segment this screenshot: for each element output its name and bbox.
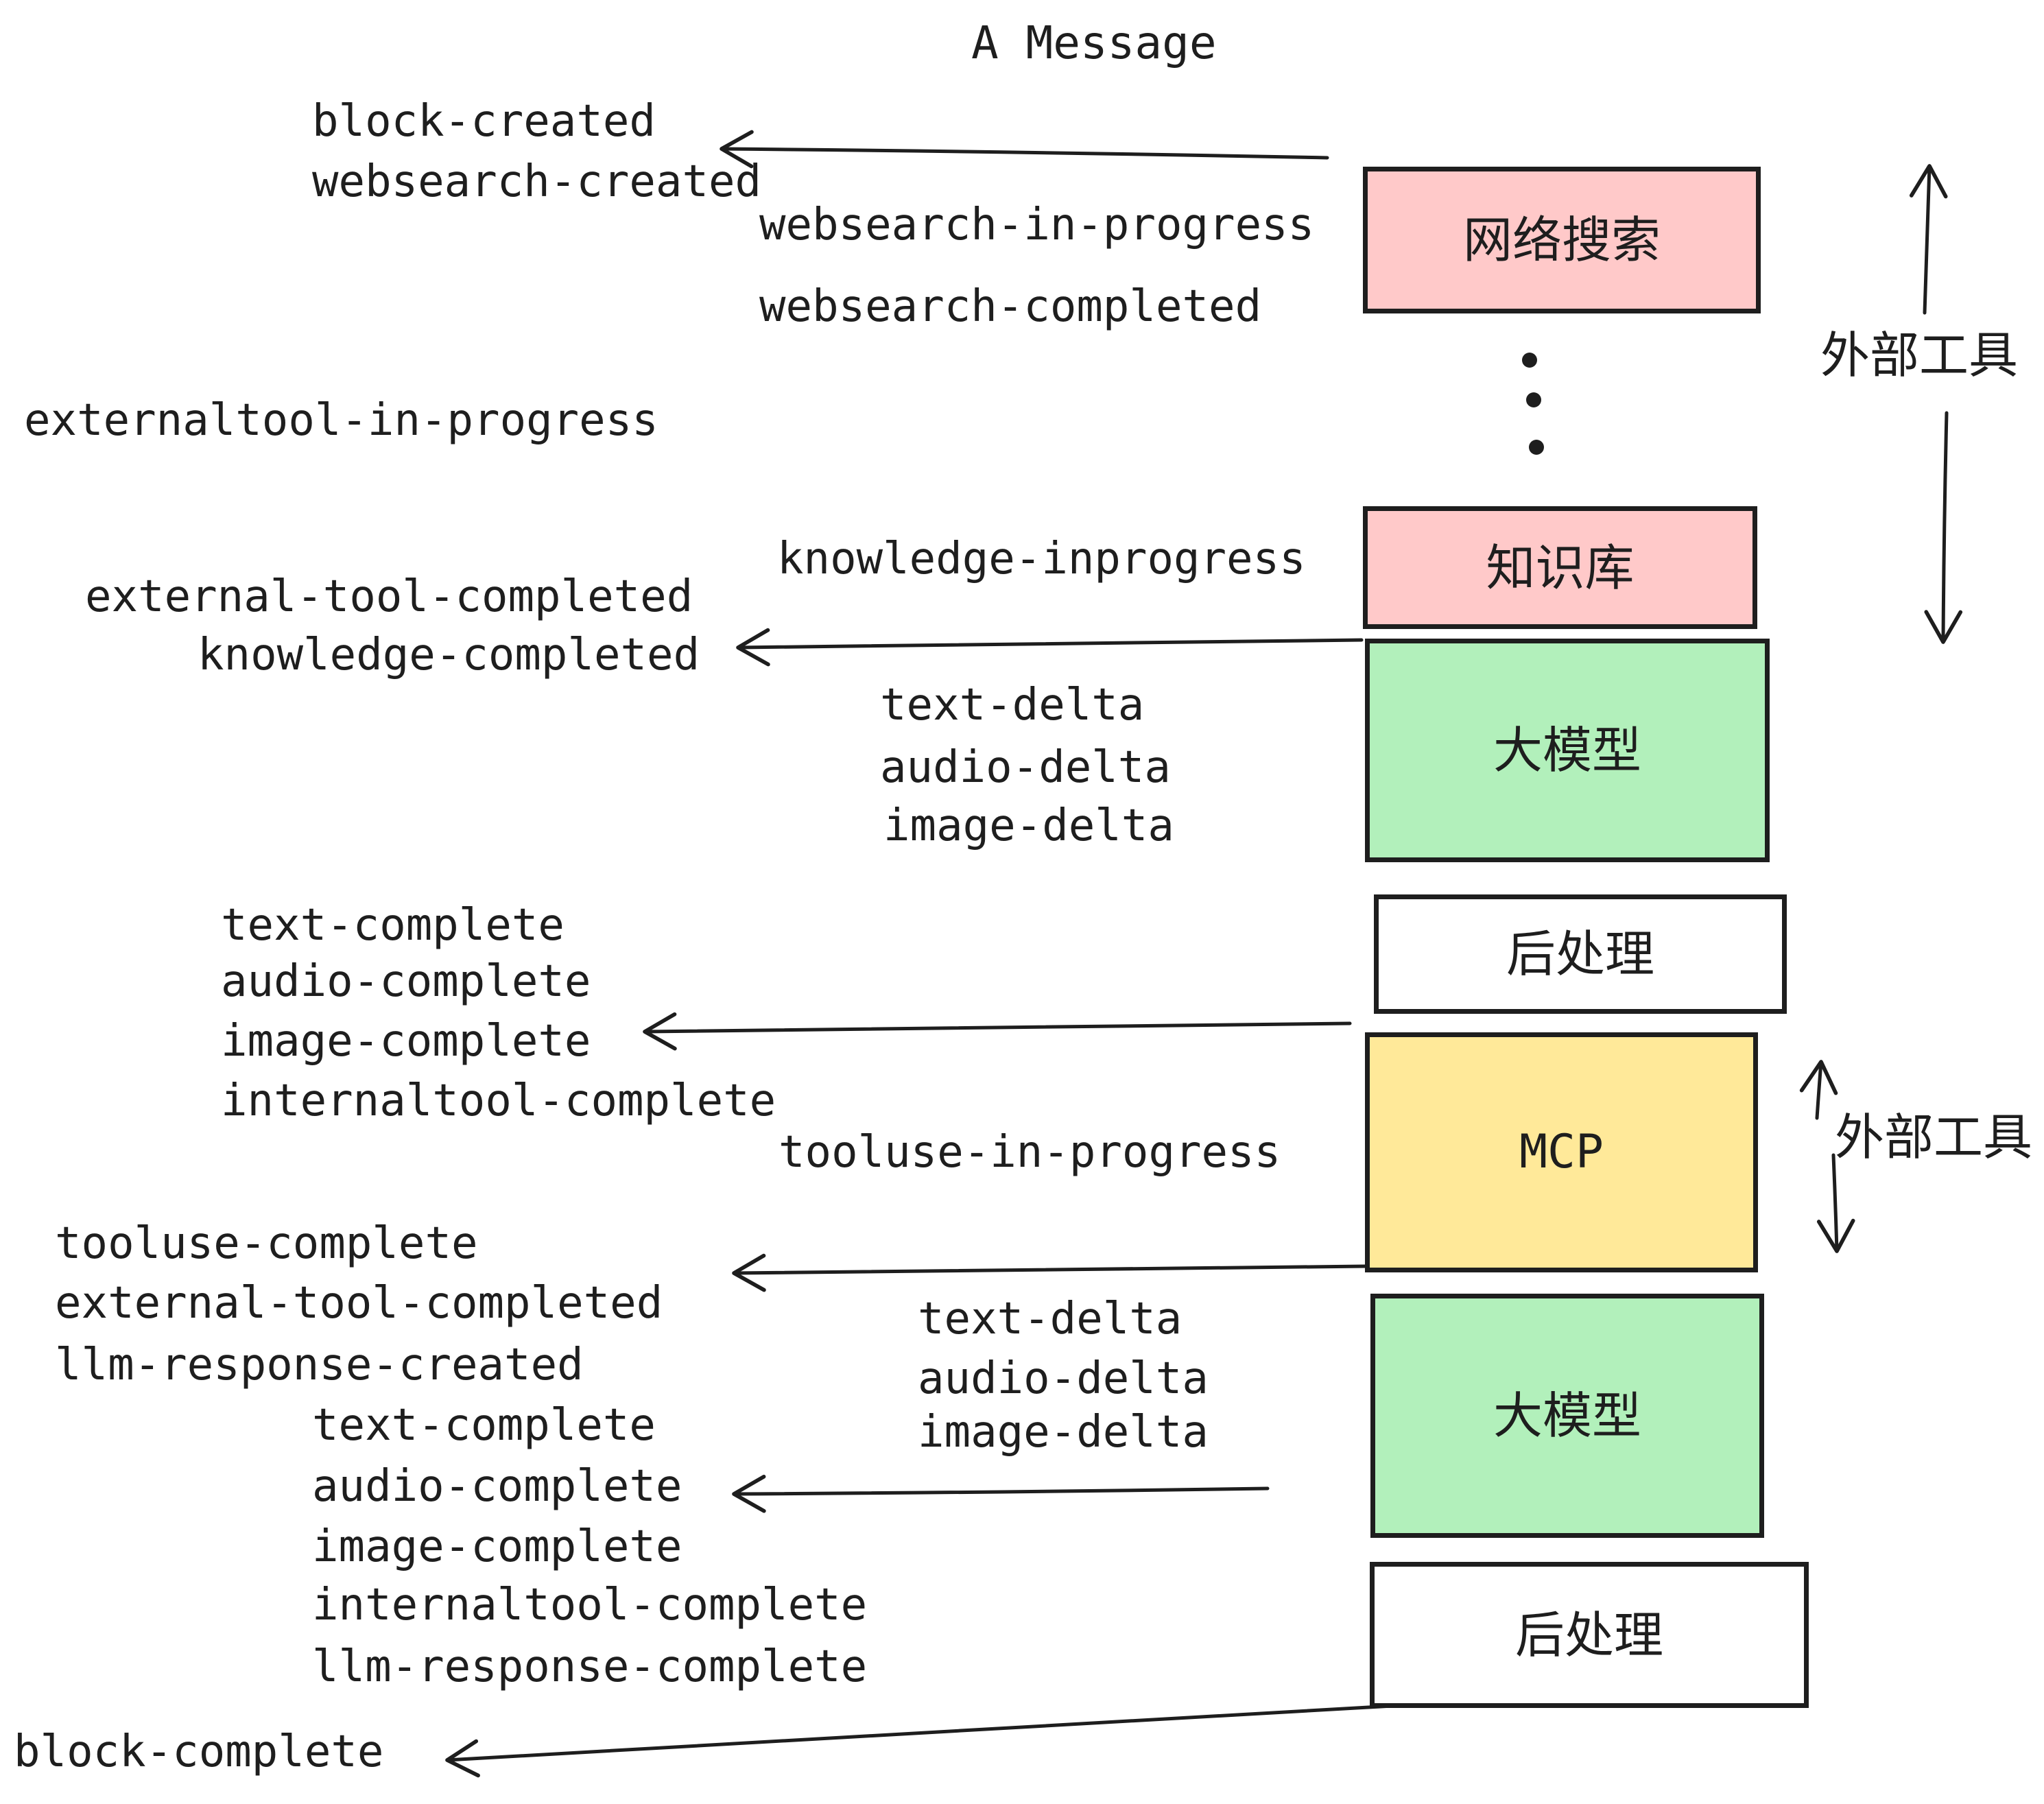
page-title: A Message (971, 16, 1217, 69)
event-audio-delta-1: audio-delta (880, 742, 1171, 793)
event-block-complete: block-complete (14, 1726, 384, 1777)
event-image-delta-2: image-delta (918, 1407, 1209, 1458)
box-llm-2-label: 大模型 (1493, 1387, 1641, 1445)
box-websearch: 网络搜索 (1363, 167, 1761, 313)
box-knowledge-label: 知识库 (1486, 538, 1635, 597)
box-mcp: MCP (1365, 1032, 1758, 1272)
external-tools-up-arrow-1 (1909, 164, 1948, 315)
box-knowledge-base: 知识库 (1363, 506, 1757, 629)
external-tools-down-arrow-2 (1816, 1153, 1855, 1253)
ellipsis-dots (1522, 353, 1544, 455)
external-tools-up-arrow-2 (1799, 1060, 1838, 1120)
event-knowledge-completed: knowledge-completed (198, 630, 700, 680)
event-text-complete-2: text-complete (312, 1400, 656, 1451)
box-mcp-label: MCP (1519, 1125, 1604, 1179)
event-llm-response-complete: llm-response-complete (312, 1641, 868, 1692)
event-knowledge-inprogress: knowledge-inprogress (777, 534, 1306, 584)
event-websearch-completed: websearch-completed (759, 281, 1262, 332)
external-tools-down-arrow-1 (1924, 411, 1963, 644)
event-websearch-created: websearch-created (312, 156, 762, 207)
event-external-tool-completed-2: external-tool-completed (55, 1278, 663, 1329)
box-websearch-label: 网络搜索 (1462, 211, 1661, 269)
event-tooluse-complete: tooluse-complete (55, 1218, 478, 1269)
event-audio-complete-2: audio-complete (312, 1461, 682, 1512)
event-audio-complete-1: audio-complete (221, 956, 591, 1007)
arrow-knowledge-completed (736, 628, 1364, 667)
event-llm-response-created: llm-response-created (55, 1340, 584, 1390)
event-internaltool-complete-1: internaltool-complete (221, 1076, 776, 1126)
event-internaltool-complete-2: internaltool-complete (312, 1580, 868, 1630)
event-text-delta-2: text-delta (918, 1294, 1183, 1344)
box-llm-1-label: 大模型 (1493, 722, 1641, 779)
event-audio-delta-2: audio-delta (918, 1353, 1209, 1404)
event-externaltool-in-progress: externaltool-in-progress (24, 395, 658, 446)
event-text-delta-1: text-delta (880, 680, 1145, 731)
arrow-tooluse-complete (732, 1253, 1368, 1292)
box-llm-2: 大模型 (1370, 1294, 1764, 1538)
event-image-complete-2: image-complete (312, 1521, 682, 1572)
event-text-complete-1: text-complete (221, 900, 565, 951)
event-image-complete-1: image-complete (221, 1016, 591, 1067)
box-postprocess-2-label: 后处理 (1514, 1606, 1663, 1664)
arrow-block-complete (445, 1704, 1394, 1778)
box-llm-1: 大模型 (1365, 639, 1770, 862)
arrow-websearch-created (720, 130, 1329, 169)
event-block-created: block-created (312, 96, 656, 147)
event-external-tool-completed-1: external-tool-completed (85, 571, 693, 622)
event-tooluse-in-progress: tooluse-in-progress (779, 1127, 1281, 1178)
external-tools-label-2: 外部工具 (1835, 1108, 2033, 1166)
box-postprocess-2: 后处理 (1370, 1562, 1809, 1708)
arrow-internal-complete-2 (732, 1474, 1270, 1513)
box-postprocess-1-label: 后处理 (1506, 925, 1654, 983)
external-tools-label-1: 外部工具 (1820, 327, 2019, 384)
box-postprocess-1: 后处理 (1374, 894, 1787, 1014)
arrow-internal-complete-1 (643, 1012, 1352, 1051)
event-websearch-in-progress: websearch-in-progress (759, 200, 1315, 250)
event-image-delta-1: image-delta (883, 800, 1174, 851)
